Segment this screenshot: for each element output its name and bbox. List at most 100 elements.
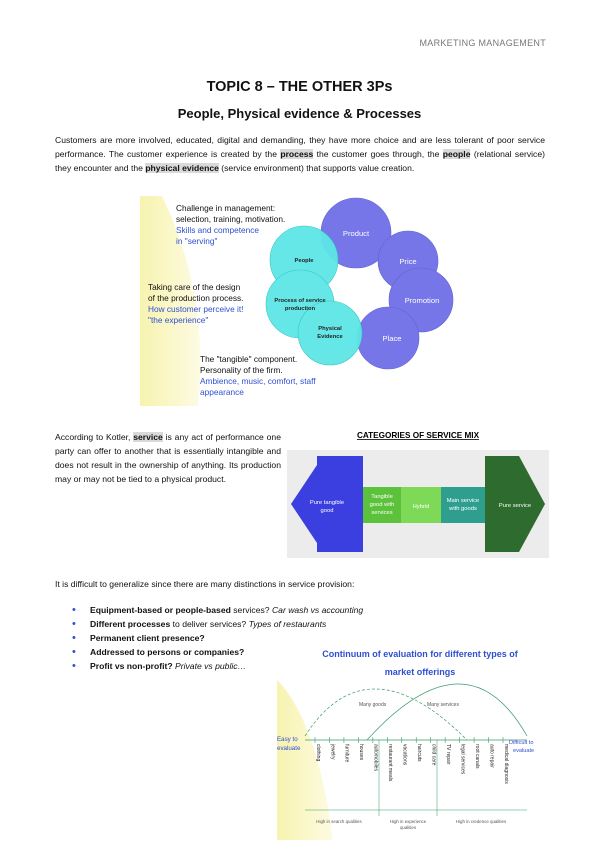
ann-physical-blue-1: Ambience, music, comfort, staff (200, 376, 316, 386)
seven-ps-figure: Challenge in management: selection, trai… (140, 196, 454, 406)
ann-process-blue-1: How customer perceive it! (148, 304, 243, 314)
item-label: automobiles (373, 744, 379, 771)
continuum-title-1: Continuum of evaluation for different ty… (322, 649, 519, 659)
ann-people-1: Challenge in management: (176, 203, 275, 213)
item-label: houses (358, 744, 364, 761)
bullet-bold: Different processes (90, 619, 171, 629)
header-label: MARKETING MANAGEMENT (419, 38, 546, 48)
item-label: legal services (459, 744, 465, 775)
service-mix-figure: CATEGORIES OF SERVICE MIX Pure tangible … (287, 431, 549, 558)
item-label: jewelry (329, 743, 335, 760)
list-item: Different processes to deliver services?… (72, 617, 363, 631)
cat-pure-service (485, 456, 519, 552)
ann-physical-1: The "tangible" component. (200, 354, 297, 364)
cat5-label: Pure service (499, 503, 531, 509)
page-subtitle: People, Physical evidence & Processes (177, 106, 422, 121)
cat1-label-2: good (321, 508, 334, 514)
cat4-label-2: with goods (448, 506, 477, 512)
item-label: furniture (344, 744, 350, 763)
cat-pure-tangible (317, 456, 363, 552)
item-label: vacations (402, 744, 408, 766)
list-item: Permanent client presence? (72, 631, 363, 645)
bullet-text: to deliver services? (170, 619, 249, 629)
label-product: Product (343, 229, 370, 238)
cat3-label: Hybrid (413, 504, 430, 510)
ann-people-blue-1: Skills and competence (176, 225, 259, 235)
easy-label-2: evaluate (277, 745, 301, 752)
ann-people-blue-2: in "serving" (176, 236, 217, 246)
item-label: clothing (315, 744, 321, 761)
list-item: Equipment-based or people-based services… (72, 603, 363, 617)
keyword-service: service (133, 432, 163, 442)
item-label: restaurant meals (387, 744, 393, 782)
cat1-label-1: Pure tangible (310, 500, 344, 506)
quality-credence: High in credence qualities (456, 819, 507, 824)
services-curve (366, 683, 528, 741)
item-labels: clothing jewelry furniture houses automobile… (314, 737, 509, 784)
cat-tangible-with-services (363, 487, 401, 523)
label-physical-1: Physical (318, 326, 342, 332)
continuum-title-2: market offerings (385, 667, 456, 677)
ann-process-1: Taking care of the design (148, 282, 241, 292)
label-process-2: production (285, 306, 316, 312)
item-label: child care (430, 744, 436, 766)
ann-physical-blue-2: appearance (200, 387, 244, 397)
item-label: auto repair (488, 744, 494, 768)
cat4-label-1: Main service (447, 498, 480, 504)
intro-text-d: (service environment) that supports valu… (218, 163, 415, 173)
cat-hybrid (401, 487, 441, 523)
cat2-label-2: good with (370, 502, 395, 508)
distinctions-intro: It is difficult to generalize since ther… (55, 579, 355, 589)
intro-text-b: the customer goes through, the (313, 149, 443, 159)
many-services-label: Many services (427, 702, 459, 708)
bullet-bold: Equipment-based or people-based (90, 605, 231, 615)
quality-experience-1: High in experience (390, 819, 427, 824)
label-people: People (294, 258, 314, 264)
many-goods-label: Many goods (359, 702, 387, 708)
keyword-people: people (442, 149, 471, 159)
bullet-italic: Private vs public… (174, 661, 247, 671)
bullet-bold: Permanent client presence? (90, 633, 205, 643)
bullet-text: services? (230, 605, 272, 615)
cat2-label-3: services (371, 510, 392, 516)
page-title: TOPIC 8 – THE OTHER 3Ps (206, 79, 393, 95)
difficult-label-2: evaluate (513, 748, 534, 754)
bullet-italic: Types of restaurants (248, 619, 327, 629)
easy-label-1: Easy to (277, 736, 298, 743)
cat-main-service (441, 487, 485, 523)
label-place: Place (383, 334, 402, 343)
cat2-label-1: Tangible (371, 494, 393, 500)
list-item: Addressed to persons or companies? (72, 645, 363, 659)
service-arrow-head (519, 456, 545, 552)
item-label: haircuts (416, 744, 422, 762)
item-label: medical diagnosis (503, 744, 509, 784)
label-price: Price (399, 257, 416, 266)
service-definition: According to Kotler, service is any act … (55, 430, 281, 486)
intro-paragraph: Customers are more involved, educated, d… (55, 133, 545, 175)
label-process-1: Process of service (274, 298, 326, 304)
list-item: Profit vs non-profit? Private vs public… (72, 659, 363, 673)
bullet-bold: Addressed to persons or companies? (90, 647, 245, 657)
difficult-label-1: Difficult to (509, 740, 533, 746)
goods-curve (304, 688, 468, 741)
service-def-a: According to Kotler, (55, 432, 134, 442)
label-physical-2: Evidence (317, 334, 343, 340)
quality-search: High in search qualities (316, 819, 362, 824)
quality-experience-2: qualities (400, 825, 417, 830)
service-mix-title: CATEGORIES OF SERVICE MIX (357, 431, 480, 440)
tangible-arrow-head (291, 456, 323, 552)
item-label: TV repair (445, 744, 451, 765)
intro-text-a: Customers are more involved, educated, d… (55, 135, 545, 159)
keyword-physical-evidence: physical evidence (145, 163, 219, 173)
service-def-b: is any act of performance one party can … (55, 432, 281, 484)
yellow-shape (140, 196, 201, 406)
bullet-italic: Car wash vs accounting (271, 605, 364, 615)
ann-people-2: selection, training, motivation. (176, 214, 285, 224)
intro-text-c: (relational service) they encounter and … (55, 149, 545, 173)
yellow-shape (277, 680, 333, 840)
ann-process-blue-2: "the experience" (148, 315, 208, 325)
bullet-bold: Profit vs non-profit? (90, 661, 173, 671)
item-label: root canals (474, 744, 480, 769)
keyword-process: process (280, 149, 314, 159)
evaluation-continuum-figure: Continuum of evaluation for different ty… (277, 649, 534, 840)
